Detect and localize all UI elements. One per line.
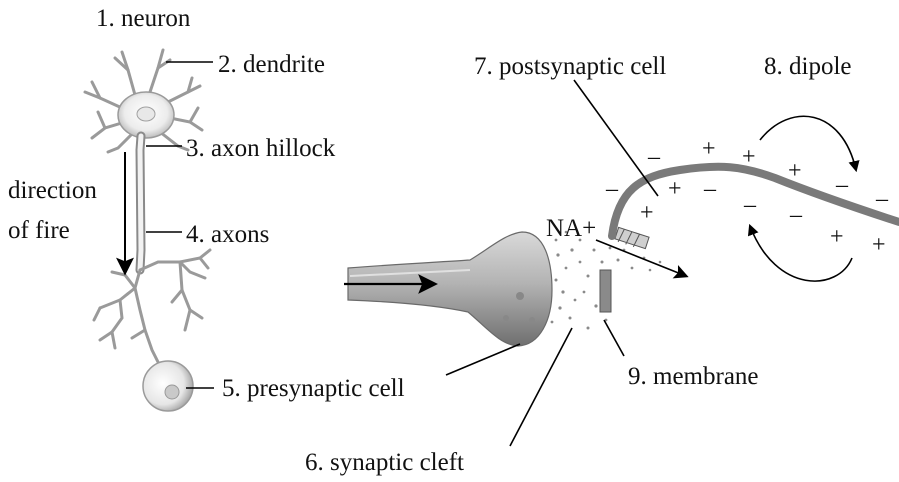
membrane-leader [604, 320, 624, 356]
dipole-arrow-top [760, 116, 856, 170]
label-direction: direction [8, 177, 97, 204]
label-of-fire: of fire [8, 217, 70, 244]
vesicle [503, 315, 509, 321]
presynaptic-bulb-leader [446, 344, 520, 375]
minus-sign: – [789, 202, 803, 228]
receptor [615, 227, 649, 248]
label-neuron: 1. neuron [96, 5, 191, 32]
vesicle [516, 292, 524, 300]
plus-sign: + [668, 176, 682, 202]
minus-sign: – [647, 144, 661, 170]
plus-sign: + [872, 232, 886, 258]
membrane-block [600, 270, 611, 312]
label-membrane: 9. membrane [628, 363, 759, 390]
minus-sign: – [743, 192, 757, 218]
label-axon-hillock: 3. axon hillock [186, 135, 336, 162]
vesicle [529, 317, 535, 323]
label-presynaptic-cell: 5. presynaptic cell [222, 375, 405, 402]
minus-sign: – [703, 176, 717, 202]
plus-sign: + [640, 200, 654, 226]
plus-sign: + [742, 144, 756, 170]
plus-sign: + [830, 224, 844, 250]
label-na-plus: NA+ [546, 215, 596, 242]
plus-sign: + [788, 158, 802, 184]
minus-sign: – [835, 172, 849, 198]
axon-shaft-highlight [140, 136, 141, 270]
minus-sign: – [875, 186, 889, 212]
label-axons: 4. axons [186, 221, 269, 248]
label-dendrite: 2. dendrite [218, 51, 325, 78]
label-dipole: 8. dipole [764, 53, 852, 80]
nucleus [137, 107, 155, 121]
minus-sign: – [605, 176, 619, 202]
presynaptic-terminal [348, 232, 552, 346]
label-synaptic-cleft: 6. synaptic cleft [305, 449, 464, 476]
terminal-vesicle [165, 385, 179, 399]
axon-terminals [94, 250, 210, 366]
plus-sign: + [702, 136, 716, 162]
label-postsynaptic-cell: 7. postsynaptic cell [474, 53, 666, 80]
